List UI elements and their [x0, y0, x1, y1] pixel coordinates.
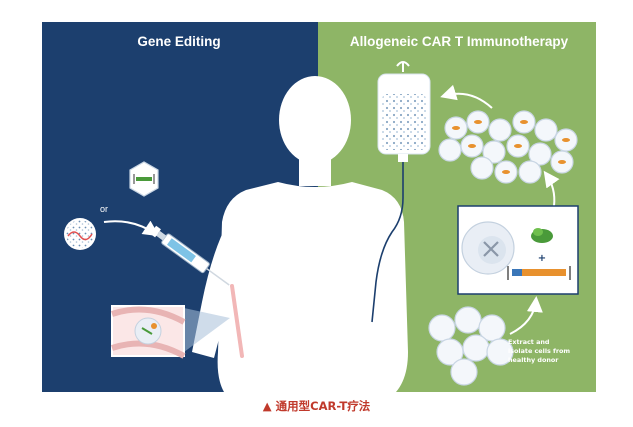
iv-tube	[371, 162, 404, 323]
figure-caption: ▲ 通用型CAR-T疗法	[0, 398, 633, 414]
car-t-cell-cluster	[438, 110, 578, 184]
injection-site	[230, 284, 244, 358]
arrow-modified-to-cluster	[543, 170, 560, 207]
syringe-icon	[150, 225, 230, 286]
iv-bag	[377, 61, 431, 162]
donor-cells	[428, 306, 514, 386]
donor-note-line3: healthy donor	[508, 356, 559, 364]
arrow-donor-to-construct	[509, 296, 543, 335]
zoom-indicator	[184, 308, 230, 352]
diagram-figure: Gene Editing Allogeneic CAR T Immunother…	[42, 22, 596, 392]
donor-note-line1: Extract and	[508, 338, 550, 346]
nanoparticle-icon	[64, 218, 96, 250]
donor-note-line2: isolate cells from	[508, 347, 570, 355]
or-label: or	[100, 204, 108, 214]
tissue-zoom-panel	[111, 305, 186, 359]
viral-vector-icon	[129, 161, 159, 197]
construct-plus-sign: +	[538, 253, 546, 264]
right-panel-title: Allogeneic CAR T Immunotherapy	[350, 34, 569, 49]
arrow-cells-to-bag	[440, 84, 493, 109]
left-panel-title: Gene Editing	[137, 34, 220, 49]
caption-marker-icon: ▲	[262, 399, 272, 413]
car-construct-box: +	[457, 205, 579, 295]
caption-text: 通用型CAR-T疗法	[275, 399, 371, 413]
